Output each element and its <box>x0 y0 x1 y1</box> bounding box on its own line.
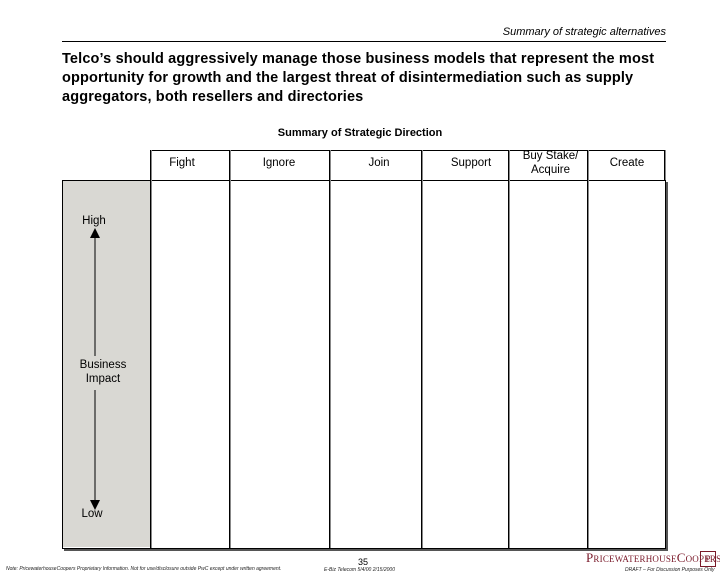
column-divider <box>229 150 230 548</box>
brand-logo: PricewaterhouseCoopers <box>586 550 720 565</box>
column-divider <box>329 150 330 548</box>
axis-high-label: High <box>82 215 106 227</box>
business-impact-axis-column <box>63 181 150 547</box>
table-title: Summary of Strategic Direction <box>277 127 443 139</box>
column-divider <box>587 150 588 548</box>
footer-note: Note: PricewaterhouseCoopers Proprietary… <box>6 566 282 572</box>
column-header-support: Support <box>450 157 492 169</box>
table-header-top-border <box>150 150 664 151</box>
strategy-grid <box>62 180 666 549</box>
axis-business-impact-label: Business Impact <box>79 359 127 385</box>
table-header-right-border <box>664 150 665 181</box>
column-divider <box>421 150 422 548</box>
column-header-buy-stake: Buy Stake/ Acquire <box>522 150 579 176</box>
header-rule <box>62 41 666 42</box>
column-header-fight: Fight <box>169 157 195 169</box>
column-header-create: Create <box>609 157 645 169</box>
column-header-join: Join <box>368 157 390 169</box>
footer-disclaimer: DRAFT – For Discussion Purposes Only <box>625 567 715 573</box>
section-label: Summary of strategic alternatives <box>502 26 666 38</box>
brand-logo-icon: P <box>700 551 716 567</box>
headline: Telco’s should aggressively manage those… <box>62 51 655 105</box>
column-divider <box>508 150 509 548</box>
page-number: 35 <box>358 557 369 567</box>
axis-low-label: Low <box>81 508 103 520</box>
column-header-ignore: Ignore <box>262 157 296 169</box>
column-divider <box>150 150 151 548</box>
footer-doc-id: E-Biz Telecom 5/4/00 2/15/2000 <box>324 567 395 573</box>
axis-arrow-icon <box>90 228 100 510</box>
